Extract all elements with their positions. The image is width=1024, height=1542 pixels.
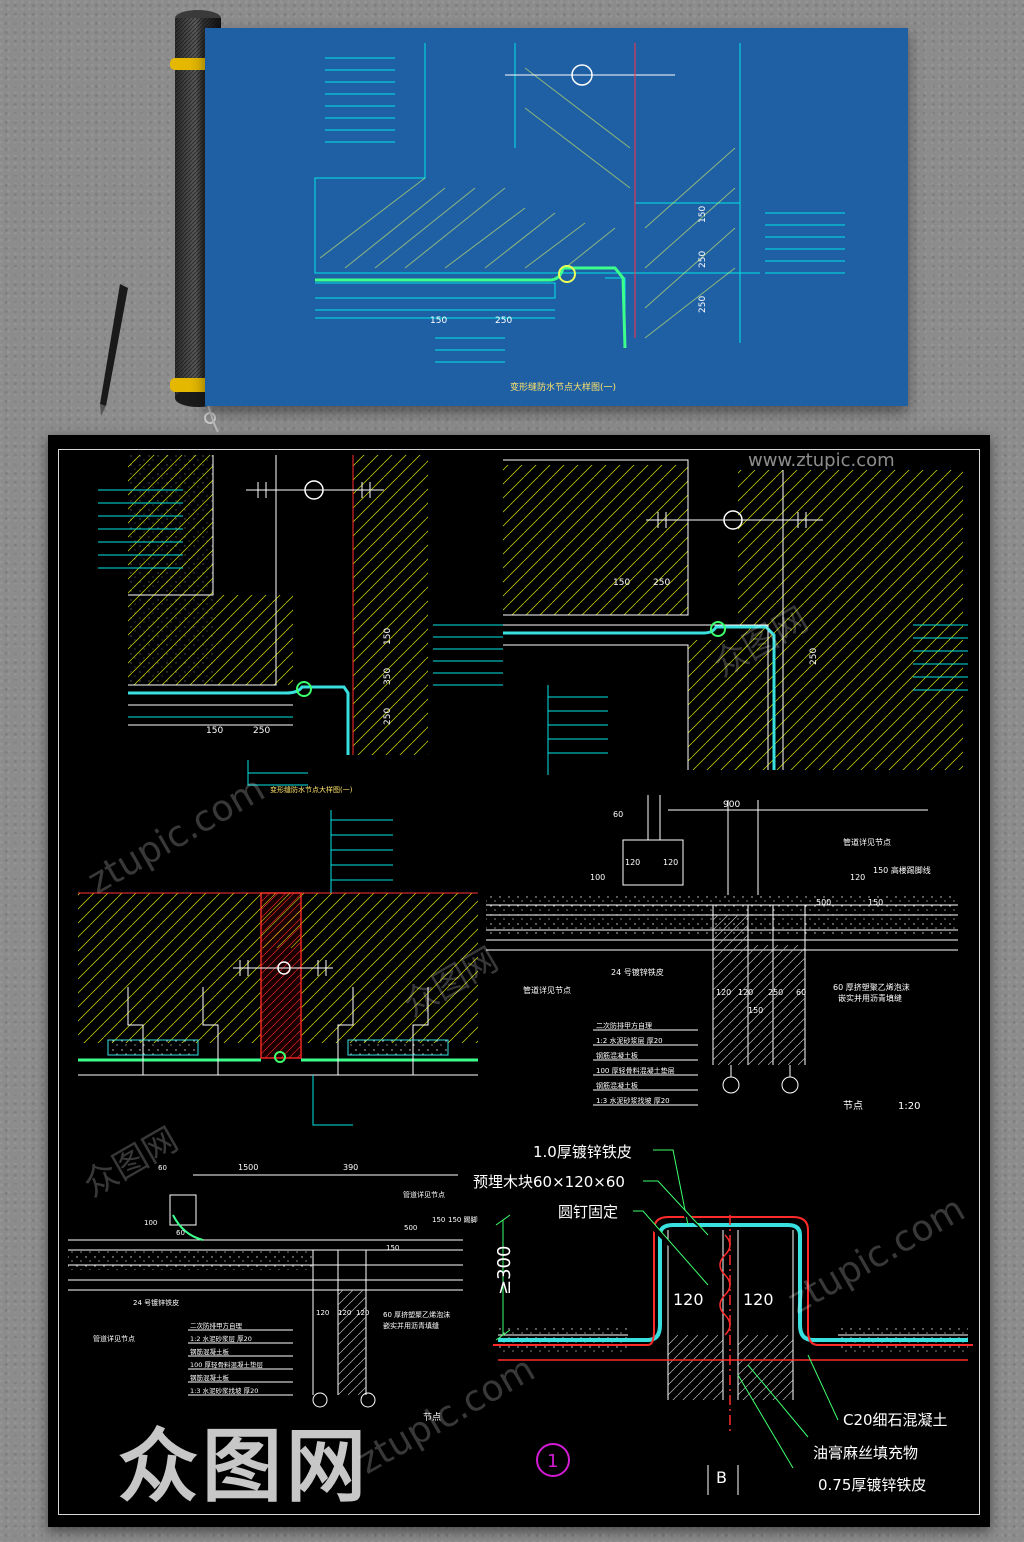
svg-text:1500: 1500 [238,1163,258,1172]
detail-mid-left [78,810,478,1126]
svg-text:1:3 水泥砂浆找坡 厚20: 1:3 水泥砂浆找坡 厚20 [190,1386,258,1395]
svg-text:节点: 节点 [843,1100,863,1112]
svg-text:150: 150 [868,898,883,907]
svg-text:150 高楼踢脚线: 150 高楼踢脚线 [873,865,931,875]
svg-text:120: 120 [338,1309,351,1317]
svg-text:1.0厚镀锌铁皮: 1.0厚镀锌铁皮 [533,1143,632,1161]
svg-text:节点: 节点 [423,1412,441,1423]
blueprint-poster: 150 250 150 250 250 变形缝防水节点大样图(一) [205,28,908,406]
svg-text:油膏麻丝填充物: 油膏麻丝填充物 [813,1444,918,1462]
svg-text:钢筋混凝土板: 钢筋混凝土板 [190,1347,230,1356]
svg-text:1:2 水泥砂浆层 厚20: 1:2 水泥砂浆层 厚20 [596,1036,663,1045]
svg-text:250: 250 [698,296,708,313]
svg-text:250: 250 [809,648,819,665]
svg-text:1:2 水泥砂浆层 厚20: 1:2 水泥砂浆层 厚20 [190,1334,252,1343]
svg-text:60: 60 [158,1164,167,1172]
svg-text:60: 60 [613,810,623,819]
svg-text:60: 60 [176,1229,185,1237]
svg-text:1: 1 [547,1451,558,1472]
svg-text:C20细石混凝土: C20细石混凝土 [843,1411,948,1429]
pen-icon [100,284,128,416]
blueprint-title: 变形缝防水节点大样图(一) [510,381,616,393]
detail-bottom-left: 60 1500 390 100 120 120 120 150 500 60 1… [68,1163,478,1423]
svg-text:250: 250 [768,988,783,997]
svg-text:60 厚挤塑聚乙烯泡沫: 60 厚挤塑聚乙烯泡沫 [833,982,910,992]
svg-text:100: 100 [590,873,605,882]
svg-text:120: 120 [356,1309,369,1317]
svg-text:120: 120 [673,1290,704,1309]
cad-sheet: 150 250 150 350 250 变形缝防水节点大样图(一) [48,435,990,1527]
svg-text:150: 150 [613,578,630,588]
svg-text:250: 250 [383,708,393,725]
svg-text:250: 250 [653,578,670,588]
svg-text:1:20: 1:20 [898,1101,920,1112]
svg-text:100 厚轻骨料混凝土垫层: 100 厚轻骨料混凝土垫层 [190,1360,263,1369]
svg-text:500: 500 [404,1224,417,1232]
svg-text:120: 120 [850,873,865,882]
svg-text:0.75厚镀锌铁皮: 0.75厚镀锌铁皮 [818,1476,926,1494]
detail-top-left: 150 250 150 350 250 变形缝防水节点大样图(一) [98,455,503,794]
detail-marker-circle [536,1443,570,1477]
detail-mid-right: 60 900 100 120 120 120 120 250 60 150 50… [486,795,958,1112]
svg-text:120: 120 [663,858,678,867]
svg-text:900: 900 [723,800,740,810]
svg-text:二次防排甲方自理: 二次防排甲方自理 [190,1321,243,1330]
detail-top-left-title: 变形缝防水节点大样图(一) [270,785,353,794]
svg-text:150: 150 [430,316,447,326]
svg-text:60 厚挤塑聚乙烯泡沫: 60 厚挤塑聚乙烯泡沫 [383,1310,450,1319]
svg-text:钢筋混凝土板: 钢筋混凝土板 [596,1081,638,1090]
svg-text:120: 120 [743,1290,774,1309]
svg-text:350: 350 [383,668,393,685]
svg-text:150: 150 [748,1006,763,1015]
svg-text:管道详见节点: 管道详见节点 [403,1190,445,1199]
svg-text:钢筋混凝土板: 钢筋混凝土板 [190,1373,230,1382]
sheet-border [58,449,980,1515]
svg-text:1:3 水泥砂浆找坡 厚20: 1:3 水泥砂浆找坡 厚20 [596,1096,670,1105]
brand-watermark-large: 众图网 [118,1420,370,1513]
svg-text:150 踢脚: 150 踢脚 [448,1215,478,1224]
svg-text:120: 120 [738,988,753,997]
svg-text:预埋木块60×120×60: 预埋木块60×120×60 [473,1173,625,1191]
svg-text:500: 500 [816,898,831,907]
detail-top-right: 150 250 250 [503,459,968,775]
svg-text:120: 120 [316,1309,329,1317]
svg-text:24 号镀锌铁皮: 24 号镀锌铁皮 [133,1298,179,1307]
svg-text:150: 150 [206,726,223,736]
svg-text:150: 150 [386,1244,399,1252]
svg-text:100: 100 [144,1219,157,1227]
svg-text:嵌实并用沥青填缝: 嵌实并用沥青填缝 [383,1321,439,1330]
svg-text:150: 150 [432,1216,445,1224]
svg-text:250: 250 [698,251,708,268]
svg-text:250: 250 [253,726,270,736]
svg-text:嵌实并用沥青填缝: 嵌实并用沥青填缝 [838,993,902,1003]
svg-text:管道详见节点: 管道详见节点 [523,985,571,995]
svg-text:150: 150 [383,628,393,645]
svg-text:150: 150 [698,206,708,223]
svg-text:≥300: ≥300 [494,1246,515,1295]
svg-text:250: 250 [495,316,512,326]
svg-text:390: 390 [343,1163,358,1172]
svg-text:二次防排甲方自理: 二次防排甲方自理 [596,1021,652,1030]
svg-text:120: 120 [716,988,731,997]
detail-bottom-right: ≥300 120 120 1.0厚镀锌铁皮 预埋木块60×120×60 圆钉固定… [473,1143,973,1495]
svg-text:100 厚轻骨料混凝土垫层: 100 厚轻骨料混凝土垫层 [596,1066,675,1075]
blueprint-drawing: 150 250 150 250 250 变形缝防水节点大样图(一) [314,43,845,393]
cad-drawings: 150 250 150 350 250 变形缝防水节点大样图(一) [68,455,973,1495]
svg-text:钢筋混凝土板: 钢筋混凝土板 [596,1051,638,1060]
svg-text:B: B [716,1468,727,1487]
svg-text:60: 60 [796,988,806,997]
svg-text:120: 120 [625,858,640,867]
svg-text:管道详见节点: 管道详见节点 [843,837,891,847]
svg-text:圆钉固定: 圆钉固定 [558,1203,618,1221]
svg-text:24 号镀锌铁皮: 24 号镀锌铁皮 [611,967,664,977]
svg-text:管道详见节点: 管道详见节点 [93,1334,135,1343]
